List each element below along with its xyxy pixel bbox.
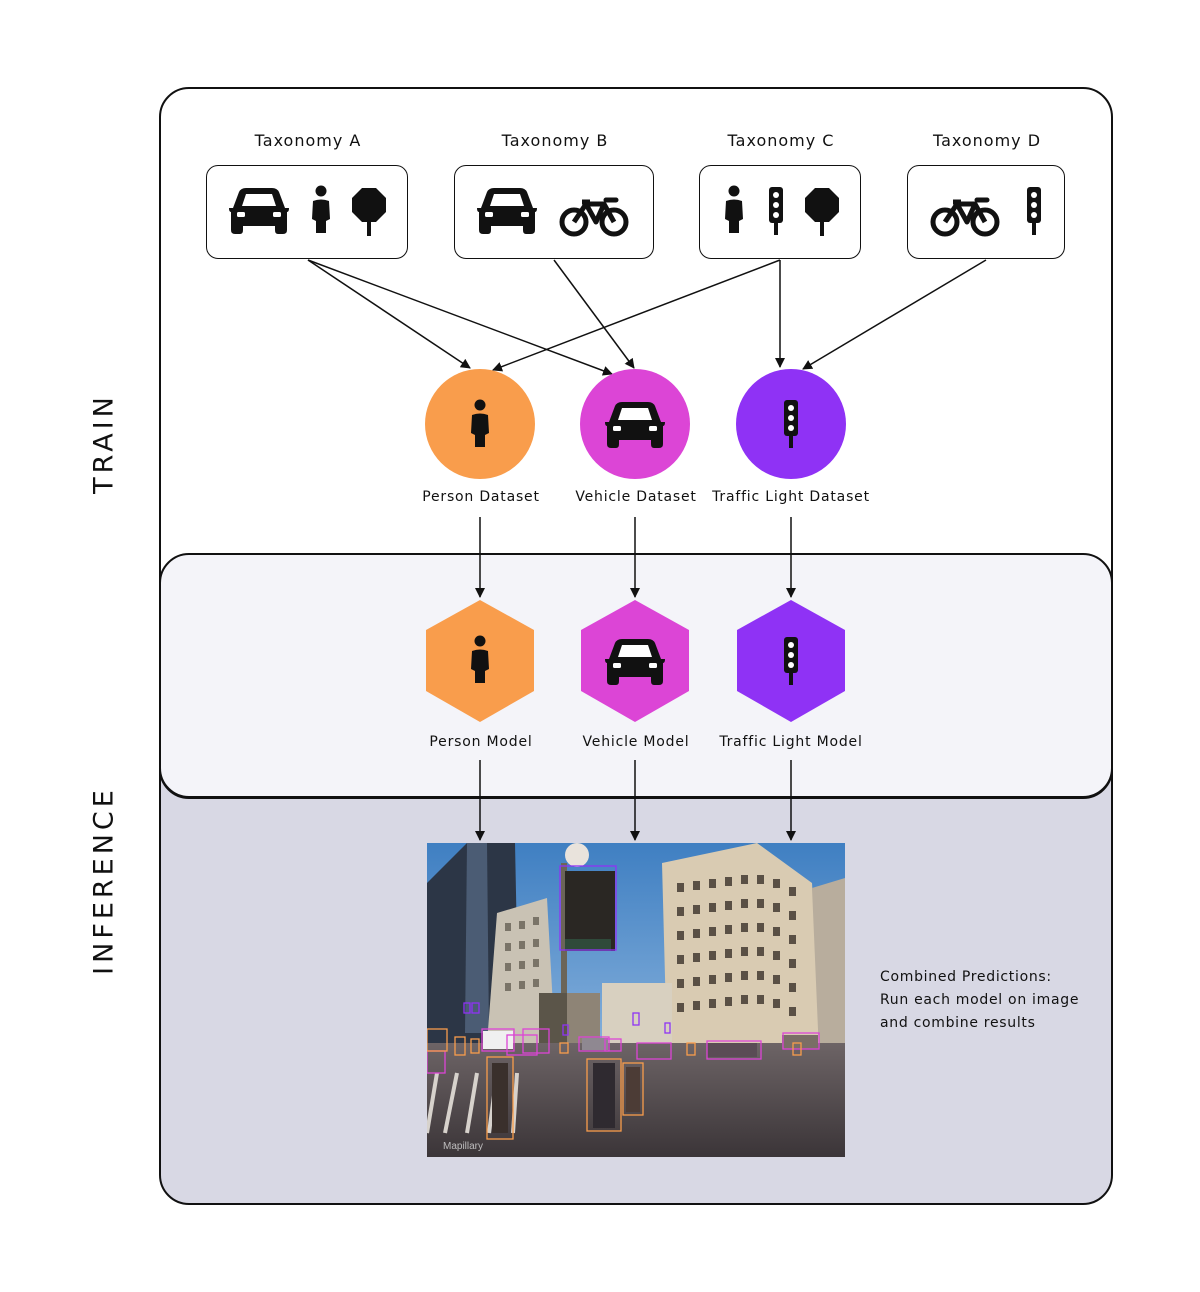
taxonomy-a-title: Taxonomy A — [254, 131, 362, 150]
stop-sign-icon — [352, 188, 386, 236]
traffic-light-model-node — [737, 600, 845, 722]
taxonomy-c-title: Taxonomy C — [727, 131, 835, 150]
person-icon — [312, 185, 330, 233]
taxonomy-a-icons — [229, 185, 386, 236]
taxonomy-d-icons — [933, 187, 1041, 235]
mapillary-watermark: Mapillary — [443, 1141, 483, 1152]
car-icon — [477, 188, 537, 234]
arrow-c-person — [492, 259, 781, 372]
taxonomy-to-dataset-arrows — [307, 259, 987, 376]
person-model-label: Person Model — [429, 734, 533, 750]
vehicle-model-node — [581, 600, 689, 722]
traffic-light-icon — [1027, 187, 1041, 235]
taxonomy-b-icons — [477, 188, 626, 234]
person-dataset-node — [425, 369, 535, 479]
traffic-light-dataset-label: Traffic Light Dataset — [712, 489, 870, 505]
arrow-a-vehicle — [307, 259, 613, 376]
car-icon — [229, 188, 289, 234]
bicycle-icon — [933, 200, 997, 234]
vehicle-dataset-label: Vehicle Dataset — [575, 489, 697, 505]
traffic-light-icon — [769, 187, 783, 235]
dataset-to-model-arrows — [475, 517, 796, 598]
note-line-1: Combined Predictions: — [880, 969, 1052, 985]
taxonomy-b-title: Taxonomy B — [501, 131, 609, 150]
person-dataset-label: Person Dataset — [422, 489, 540, 505]
arrow-a-person — [307, 259, 471, 369]
taxonomy-d-title: Taxonomy D — [932, 131, 1042, 150]
street-scene-image: Mapillary — [427, 843, 845, 1157]
bicycle-icon — [562, 200, 626, 234]
note-line-2: Run each model on image — [880, 992, 1080, 1008]
note-line-3: and combine results — [880, 1015, 1036, 1031]
traffic-light-dataset-node — [736, 369, 846, 479]
traffic-light-model-label: Traffic Light Model — [719, 734, 863, 750]
person-icon — [725, 185, 743, 233]
vehicle-model-label: Vehicle Model — [582, 734, 690, 750]
vehicle-dataset-node — [580, 369, 690, 479]
model-to-image-arrows — [475, 760, 796, 841]
combined-predictions-note: Combined Predictions: Run each model on … — [880, 966, 1079, 1035]
arrow-b-vehicle — [553, 259, 635, 369]
arrow-d-traffic-light — [802, 259, 987, 370]
stop-sign-icon — [805, 188, 839, 236]
taxonomy-c-icons — [725, 185, 839, 236]
person-model-node — [426, 600, 534, 722]
